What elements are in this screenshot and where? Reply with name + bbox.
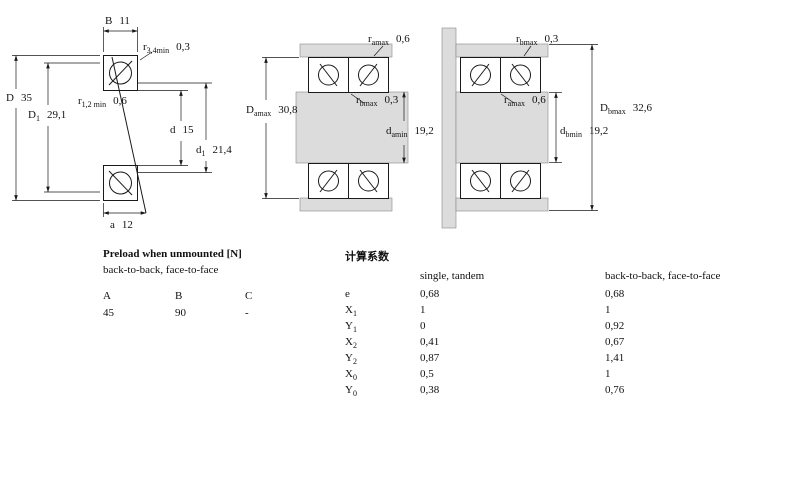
bearing-drawings <box>12 27 598 229</box>
preload-value-C: - <box>245 307 249 319</box>
factor-row-Y0: Y0 0,38 0,76 <box>345 384 625 399</box>
preload-table: Preload when unmounted [N] back-to-back,… <box>103 248 333 319</box>
preload-value-B: 90 <box>175 307 186 319</box>
preload-col-C: C <box>245 290 253 302</box>
back-to-back-shading <box>295 43 409 212</box>
back-to-back-bearings <box>308 57 389 199</box>
face-to-face-dimension-lines <box>500 44 598 211</box>
factor-row-X0: X0 0,5 1 <box>345 368 611 383</box>
face-to-face-shading <box>441 27 549 229</box>
calculation-factors-table: 计算系数 single, tandem back-to-back, face-t… <box>345 248 795 398</box>
factor-row-Y1: Y1 0 0,92 <box>345 320 625 335</box>
preload-title: Preload when unmounted [N] <box>103 248 242 260</box>
factors-col2-header: back-to-back, face-to-face <box>605 270 721 282</box>
face-to-face-balls <box>470 63 531 193</box>
preload-col-A: A <box>103 290 111 302</box>
factor-row-X1: X1 1 1 <box>345 304 611 319</box>
factors-col1-header: single, tandem <box>420 270 485 282</box>
preload-subtitle: back-to-back, face-to-face <box>103 264 219 276</box>
factor-row-e: e 0,68 0,68 <box>345 288 625 300</box>
single-bearing-dimension-lines <box>12 27 212 217</box>
back-to-back-dimension-lines <box>262 45 406 199</box>
preload-value-A: 45 <box>103 307 114 319</box>
back-to-back-balls <box>318 63 379 193</box>
single-bearing-section <box>103 55 147 214</box>
preload-col-B: B <box>175 290 183 302</box>
factor-row-Y2: Y2 0,87 1,41 <box>345 352 625 367</box>
factor-row-X2: X2 0,41 0,67 <box>345 336 625 351</box>
factors-title: 计算系数 <box>345 251 389 263</box>
